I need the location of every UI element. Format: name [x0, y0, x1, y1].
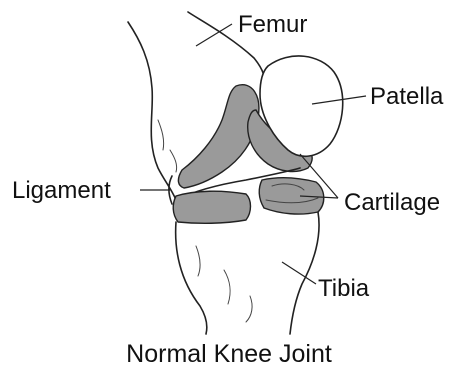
tibial-cartilage-right	[259, 178, 324, 214]
ligament-label: Ligament	[12, 177, 111, 204]
tibia-bone	[176, 212, 319, 334]
femur-label: Femur	[238, 11, 307, 38]
cartilage-label: Cartilage	[344, 189, 440, 216]
femur-leader	[196, 24, 232, 46]
femoral-cartilage	[178, 85, 259, 188]
tibia-label: Tibia	[318, 275, 370, 302]
diagram-caption: Normal Knee Joint	[126, 340, 332, 368]
patella-label: Patella	[370, 83, 444, 110]
tibial-cartilage-left	[173, 191, 250, 223]
